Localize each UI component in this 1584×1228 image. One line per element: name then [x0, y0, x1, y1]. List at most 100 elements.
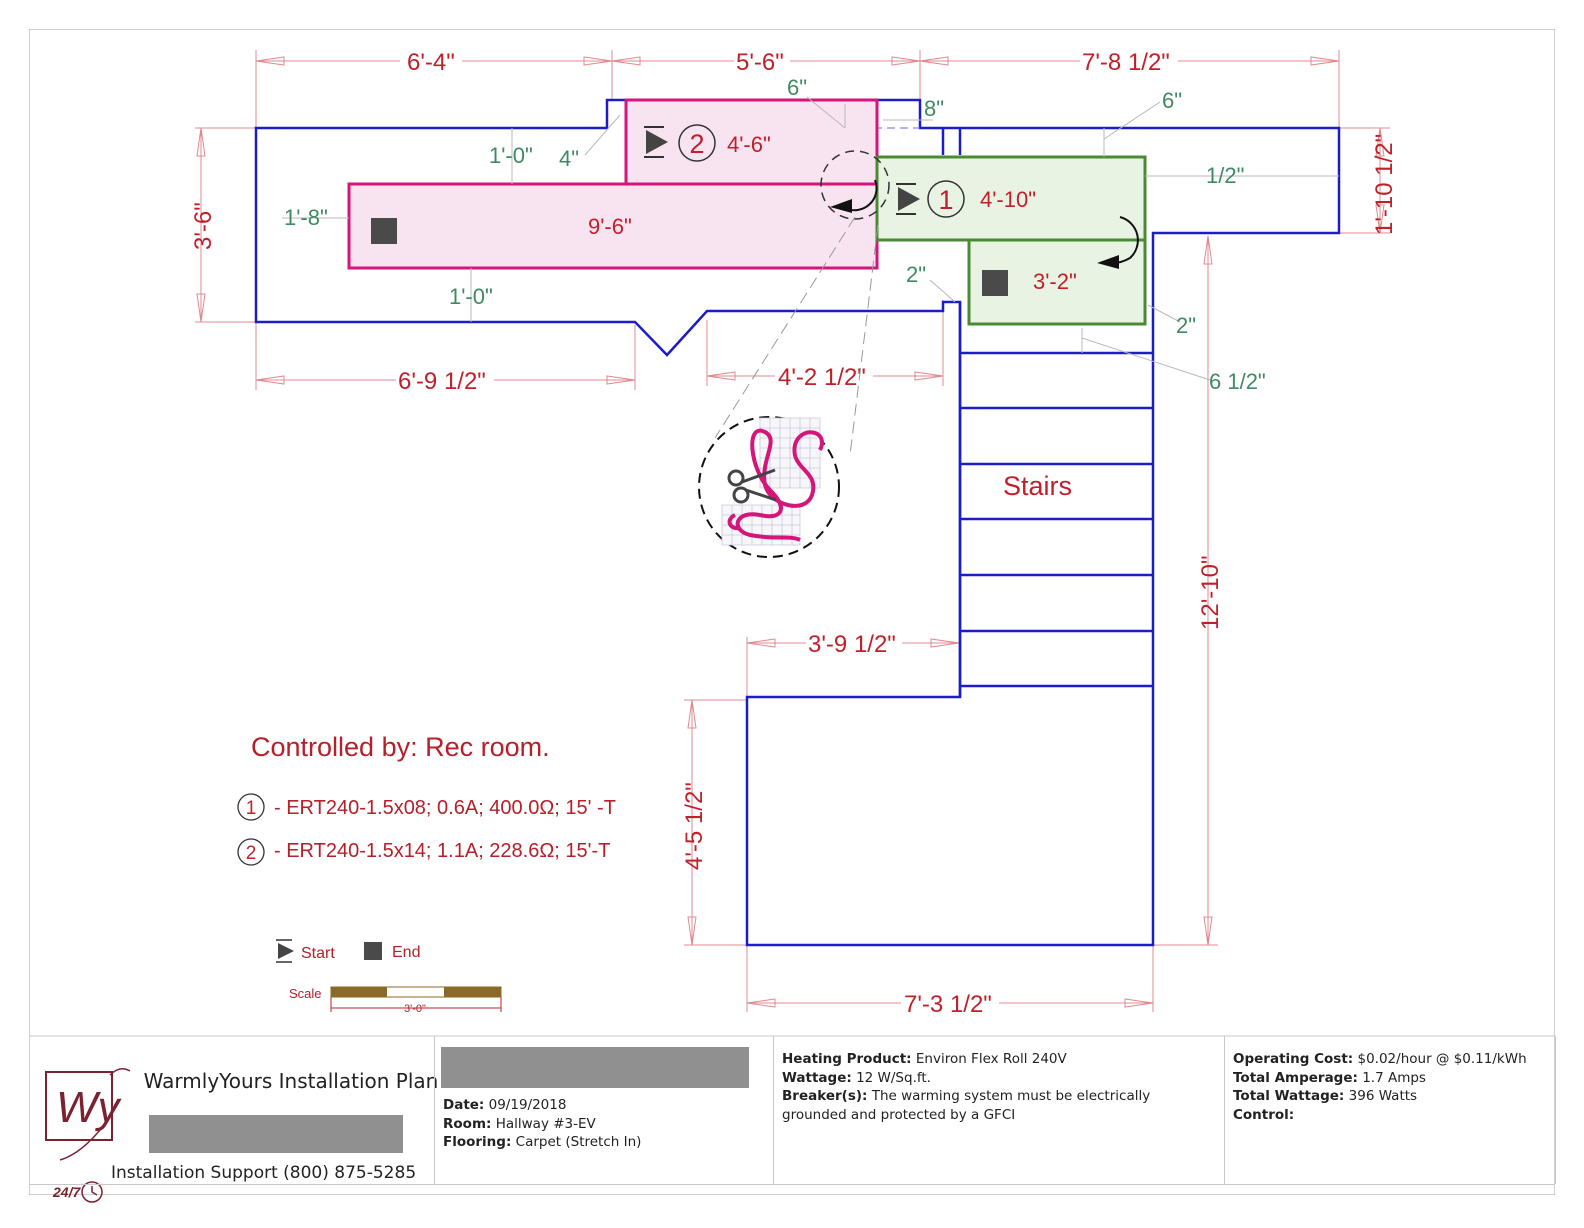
titleblock-project-cell: Date: 09/19/2018 Room: Hallway #3-EV Flo…	[434, 1036, 774, 1184]
start-marker-run-1-icon	[896, 183, 920, 215]
dim-bottom-mid: 4'-2 1/2"	[778, 364, 866, 391]
product-2-circle	[237, 838, 265, 866]
run-1-length-label: 4'-10"	[980, 187, 1036, 212]
offset-two-b: 2"	[1176, 313, 1196, 338]
scale-value: 3'-0"	[404, 1003, 426, 1015]
flooring-value: Carpet (Stretch In)	[515, 1134, 642, 1150]
warmlyyours-logo: Wy	[45, 1068, 131, 1161]
outline-details	[941, 128, 962, 155]
stair-treads	[958, 302, 1153, 697]
room-label: Room:	[443, 1115, 492, 1132]
titleblock-logo-cell: WarmlyYours Installation Plan Installati…	[29, 1036, 438, 1184]
offset-six-b: 6"	[1162, 88, 1182, 113]
date-row: Date: 09/19/2018	[443, 1096, 641, 1115]
heating-value: Environ Flex Roll 240V	[915, 1051, 1067, 1067]
cost-value: $0.02/hour @ $0.11/kWh	[1357, 1051, 1527, 1067]
turn-arrowhead-icon	[830, 199, 852, 213]
date-value: 09/19/2018	[488, 1097, 567, 1113]
offset-six-half: 6 1/2"	[1209, 369, 1266, 394]
heating-row: Heating Product: Environ Flex Roll 240V	[782, 1050, 1182, 1069]
titleblock-bottom-border	[29, 1184, 1554, 1185]
run-1-lower-label: 3'-2"	[1033, 269, 1077, 294]
dim-bottom-left: 6'-9 1/2"	[398, 368, 486, 395]
control-label: Control:	[1233, 1106, 1295, 1123]
offset-one-ft-top: 1'-0"	[489, 143, 533, 168]
offset-four: 4"	[559, 146, 579, 171]
legend-start-icon	[276, 939, 294, 963]
offset-leaders	[282, 96, 1339, 381]
dim-lower-height: 4'-5 1/2"	[681, 782, 708, 870]
stairs-label: Stairs	[1003, 471, 1072, 501]
run-2-number: 2	[689, 129, 704, 159]
support-badge: 24/7	[52, 1184, 81, 1200]
dim-left-height: 3'-6"	[190, 202, 217, 250]
dim-top-right: 7'-8 1/2"	[1082, 49, 1170, 76]
breaker-value: The warming system must be electrically …	[782, 1088, 1151, 1123]
scale-label: Scale	[289, 986, 322, 1001]
logo-text: Wy	[56, 1083, 123, 1132]
total-wattage-row: Total Wattage: 396 Watts	[1233, 1087, 1551, 1106]
controlled-by-label: Controlled by: Rec room.	[251, 732, 550, 762]
run-1-number: 1	[938, 185, 953, 215]
total-wattage-label: Total Wattage:	[1233, 1088, 1345, 1104]
offset-two-a: 2"	[906, 262, 926, 287]
product-1-number: 1	[246, 798, 257, 819]
redacted-customer	[441, 1047, 749, 1088]
plan-title: WarmlyYours Installation Plan	[143, 1069, 439, 1093]
titleblock-cost-cell: Operating Cost: $0.02/hour @ $0.11/kWh T…	[1224, 1036, 1556, 1184]
offset-six-a: 6"	[787, 75, 807, 100]
run-2-main-label: 9'-6"	[588, 214, 632, 239]
cut-detail-bubble	[698, 216, 879, 558]
breaker-label: Breaker(s):	[782, 1088, 868, 1104]
end-marker-run-1-icon	[982, 270, 1008, 296]
support-phone: Installation Support (800) 875-5285	[111, 1163, 417, 1183]
legend-end-icon	[364, 942, 382, 960]
amperage-label: Total Amperage:	[1233, 1069, 1358, 1086]
breaker-row: Breaker(s): The warming system must be e…	[782, 1087, 1182, 1124]
control-row: Control:	[1233, 1106, 1551, 1125]
end-marker-run-2-icon	[371, 218, 397, 244]
heating-label: Heating Product:	[782, 1051, 912, 1067]
amperage-value: 1.7 Amps	[1362, 1069, 1426, 1086]
start-marker-run-2-icon	[644, 126, 668, 158]
total-wattage-value: 396 Watts	[1348, 1088, 1418, 1104]
dim-lower-width: 7'-3 1/2"	[904, 991, 992, 1018]
run-2-number-circle	[678, 124, 716, 162]
offset-one-eight: 1'-8"	[284, 205, 328, 230]
dim-top-left: 6'-4"	[407, 49, 455, 76]
product-1-text: - ERT240-1.5x08; 0.6A; 400.0Ω; 15' -T	[274, 797, 616, 819]
wattage-label: Wattage:	[782, 1069, 852, 1086]
titleblock-product-cell: Heating Product: Environ Flex Roll 240V …	[773, 1036, 1225, 1184]
wattage-value: 12 W/Sq.ft.	[856, 1069, 931, 1086]
scale-bar	[330, 986, 502, 1012]
scissors-icon	[727, 468, 777, 504]
product-1-circle	[237, 793, 265, 821]
wattage-row: Wattage: 12 W/Sq.ft.	[782, 1069, 1182, 1088]
offset-one-ft-bottom: 1'-0"	[449, 284, 493, 309]
cost-label: Operating Cost:	[1233, 1051, 1354, 1067]
room-outline	[254, 98, 1341, 947]
dimension-labels	[396, 46, 1178, 1015]
dim-top-mid: 5'-6"	[736, 49, 784, 76]
legend-end-label: End	[392, 944, 420, 961]
room-value: Hallway #3-EV	[495, 1115, 596, 1132]
run-2-length-label: 4'-6"	[727, 132, 771, 157]
support-clock-icon	[81, 1181, 103, 1203]
sheet-border	[29, 29, 1555, 1195]
legend-start-label: Start	[301, 945, 335, 962]
turn-circle	[820, 150, 890, 220]
dimension-arrowheads	[196, 56, 1385, 1008]
redacted-name	[149, 1115, 403, 1153]
dim-right-long: 12'-10"	[1197, 556, 1224, 630]
amperage-row: Total Amperage: 1.7 Amps	[1233, 1069, 1551, 1088]
product-2-number: 2	[246, 843, 257, 864]
product-2-text: - ERT240-1.5x14; 1.1A; 228.6Ω; 15'-T	[274, 840, 610, 862]
flooring-row: Flooring: Carpet (Stretch In)	[443, 1133, 641, 1152]
flooring-label: Flooring:	[443, 1134, 512, 1150]
offset-half: 1/2"	[1206, 163, 1244, 188]
room-row: Room: Hallway #3-EV	[443, 1115, 641, 1134]
date-label: Date:	[443, 1097, 485, 1113]
offset-eight: 8"	[924, 96, 944, 121]
